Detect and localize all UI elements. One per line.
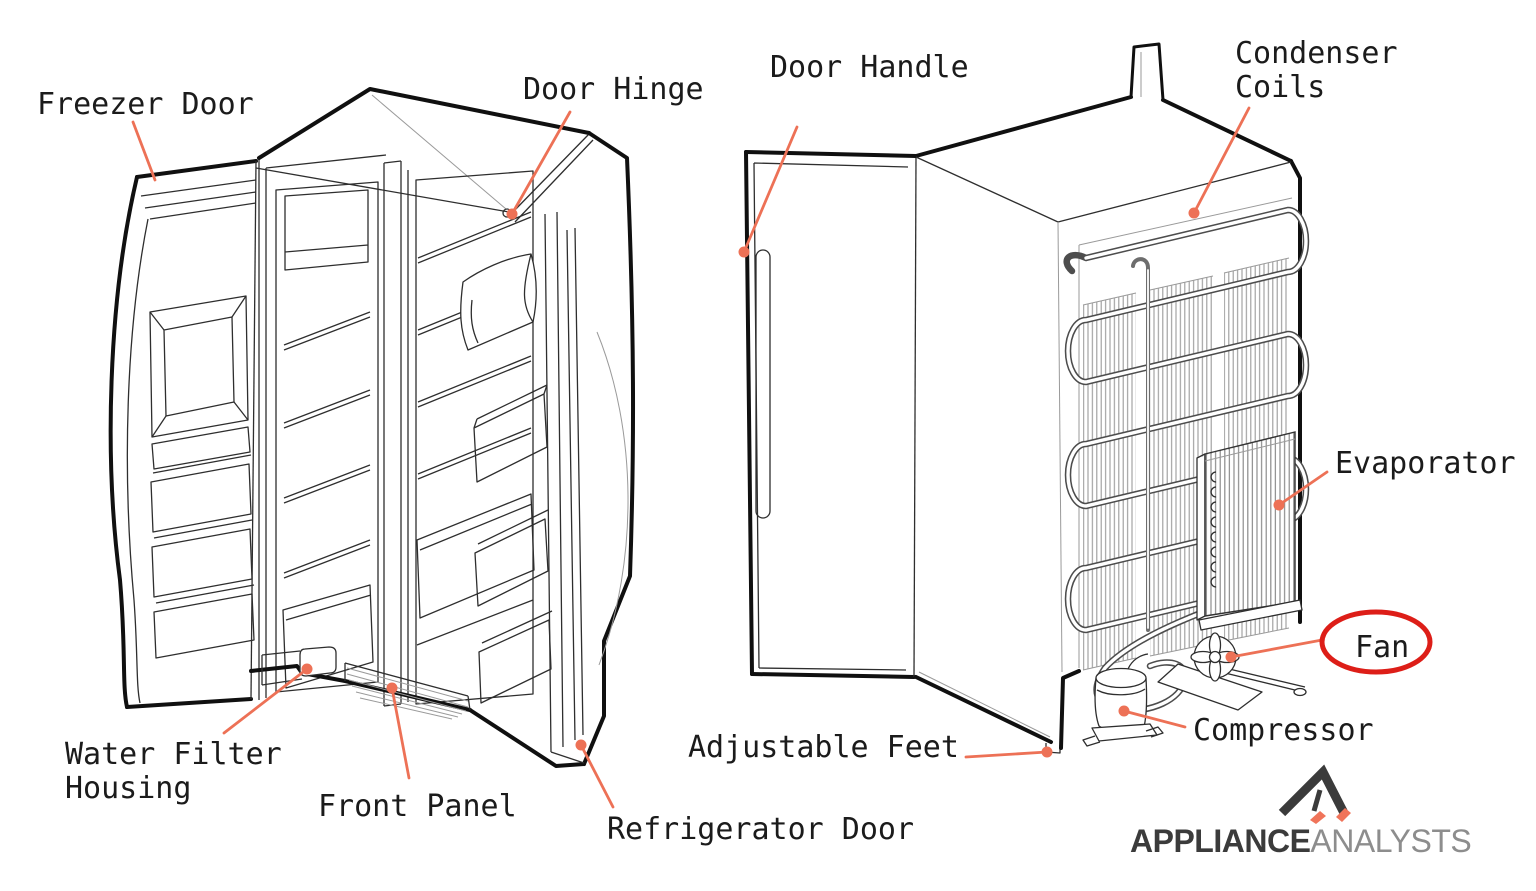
leader-front-panel: [390, 686, 411, 780]
logo-accent-right: [1336, 808, 1351, 822]
label-freezer-door: Freezer Door: [37, 87, 254, 122]
fan-shape: [1157, 632, 1307, 711]
label-front-panel: Front Panel: [318, 789, 517, 824]
door-handle-shape: [755, 249, 771, 519]
leader-refrigerator-door: [579, 743, 615, 809]
label-water-filter-housing: Water Filter Housing: [65, 737, 282, 806]
label-door-handle: Door Handle: [770, 50, 969, 85]
fridge-rear-illustration: [744, 42, 1310, 754]
compressor-shape: [1082, 653, 1164, 747]
fan-highlight-ellipse: [1319, 609, 1433, 675]
label-compressor: Compressor: [1193, 713, 1374, 748]
leader-lines: [131, 106, 1433, 809]
water-line-stub: [1129, 42, 1165, 102]
label-door-hinge: Door Hinge: [523, 72, 704, 107]
evaporator-shape: [1196, 431, 1303, 631]
leader-adjustable-feet: [964, 750, 1049, 759]
leader-fan: [1229, 638, 1324, 659]
leader-door-handle: [742, 125, 799, 254]
label-condenser-coils: Condenser Coils: [1235, 36, 1398, 105]
leader-door-hinge: [510, 110, 572, 216]
brand-logo-icon: [1278, 764, 1351, 824]
front-panel-grille: [346, 667, 469, 720]
fridge-front-illustration: [108, 87, 636, 768]
leader-compressor: [1122, 709, 1187, 729]
leader-freezer-door: [131, 120, 157, 182]
condenser-fins: [1083, 293, 1136, 670]
label-refrigerator-door: Refrigerator Door: [607, 812, 915, 847]
brand-wordmark-bold: APPLIANCE: [1130, 823, 1311, 859]
label-evaporator: Evaporator: [1335, 446, 1516, 481]
leader-water-filter-housing: [222, 667, 309, 735]
leader-condenser-coils: [1192, 106, 1251, 215]
brand-wordmark-light: ANALYSTS: [1310, 823, 1472, 859]
leader-evaporator: [1277, 470, 1329, 507]
brand-wordmark: APPLIANCEANALYSTS: [1130, 823, 1472, 860]
label-adjustable-feet: Adjustable Feet: [688, 730, 959, 765]
label-fan: Fan: [1355, 630, 1410, 665]
logo-accent-left: [1310, 811, 1326, 824]
